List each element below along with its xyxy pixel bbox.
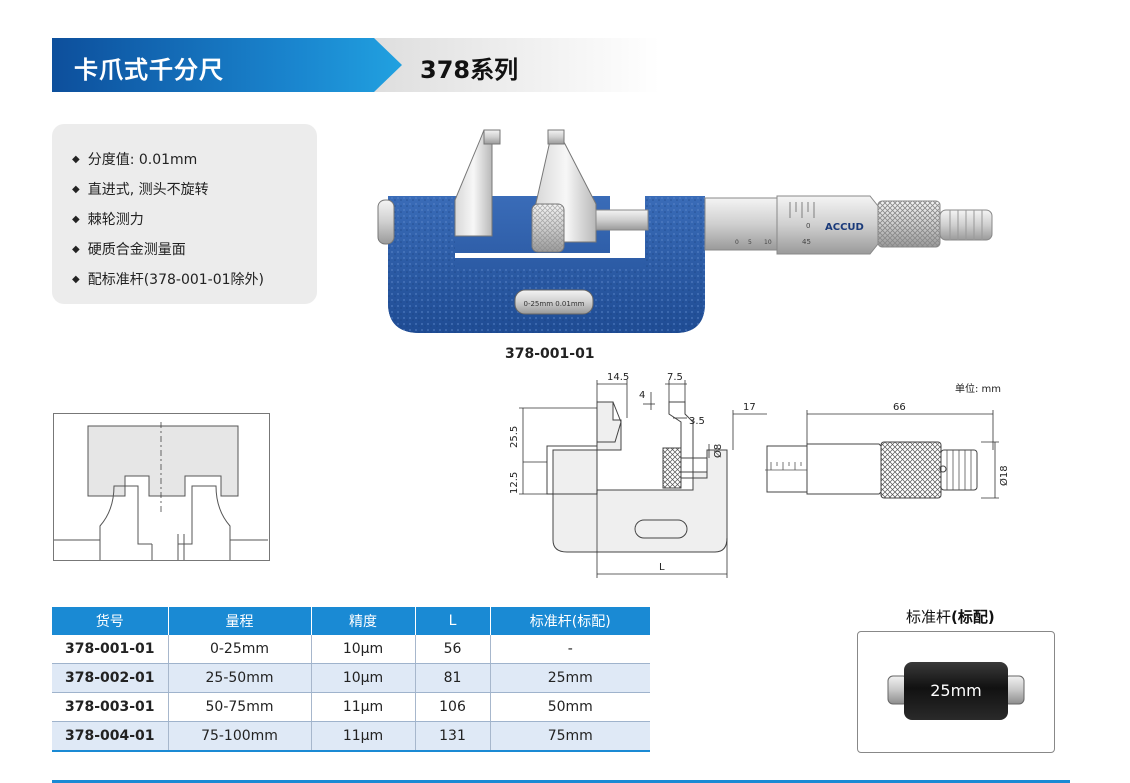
- dim-label: L: [659, 562, 665, 573]
- table-cell: 11μm: [311, 692, 416, 722]
- table-cell: 11μm: [311, 721, 416, 752]
- footer-divider: [52, 780, 1070, 783]
- table-cell: 25mm: [490, 663, 650, 693]
- dim-label: 17: [743, 402, 756, 413]
- dim-label: Ø18: [998, 465, 1010, 486]
- table-cell: 378-004-01: [52, 721, 169, 752]
- table-cell: 378-003-01: [52, 692, 169, 722]
- table-cell: 75mm: [490, 721, 650, 752]
- sleeve: [704, 197, 778, 251]
- feature-item: 分度值: 0.01mm: [72, 146, 317, 176]
- table-header: 货号: [52, 607, 169, 635]
- dim-label: 3.5: [689, 416, 705, 427]
- sleeve-digit: 10: [764, 239, 772, 246]
- table-cell: 56: [415, 635, 491, 664]
- table-row: 378-002-01 25-50mm 10μm 81 25mm: [52, 663, 650, 693]
- table-cell: 50mm: [490, 692, 650, 722]
- sleeve-digit: 0: [735, 239, 739, 246]
- standard-rod-image: 25mm: [887, 662, 1025, 720]
- dim-label: Ø8: [712, 444, 724, 458]
- feature-item: 硬质合金测量面: [72, 236, 317, 266]
- standard-rod-title: 标准杆(标配): [906, 606, 995, 627]
- table-header: 精度: [311, 607, 416, 635]
- dim-label: 4: [639, 390, 645, 401]
- table-cell: 81: [415, 663, 491, 693]
- table-cell: 378-002-01: [52, 663, 169, 693]
- table-cell: 25-50mm: [168, 663, 312, 693]
- technical-drawing: 单位: mm: [509, 372, 1010, 578]
- table-header: 量程: [168, 607, 312, 635]
- feature-item: 配标准杆(378-001-01除外): [72, 266, 317, 296]
- feature-item: 直进式, 测头不旋转: [72, 176, 317, 206]
- header-title-band: [52, 38, 402, 92]
- thimble-digit: 0: [806, 222, 810, 230]
- table-cell: -: [490, 635, 650, 664]
- jaw-detail-diagram: [54, 422, 268, 560]
- jaw-detail-box: [53, 413, 270, 561]
- dim-label: 14.5: [607, 372, 629, 383]
- dim-label: 7.5: [667, 372, 683, 383]
- feature-list: 分度值: 0.01mm 直进式, 测头不旋转 棘轮测力 硬质合金测量面 配标准杆…: [52, 124, 317, 296]
- standard-rod-label: 25mm: [930, 681, 982, 700]
- dim-label: 66: [893, 402, 906, 413]
- table-cell: 0-25mm: [168, 635, 312, 664]
- unit-label: 单位: mm: [955, 382, 1001, 395]
- table-header: 标准杆(标配): [490, 607, 650, 635]
- table-cell: 378-001-01: [52, 635, 169, 664]
- dim-label: 25.5: [509, 426, 520, 448]
- dim-label: 12.5: [509, 472, 520, 494]
- table-cell: 50-75mm: [168, 692, 312, 722]
- table-row: 378-003-01 50-75mm 11μm 106 50mm: [52, 692, 650, 722]
- standard-rod-title-suffix: (标配): [951, 608, 995, 626]
- series-title: 378系列: [420, 56, 519, 84]
- feature-box: 分度值: 0.01mm 直进式, 测头不旋转 棘轮测力 硬质合金测量面 配标准杆…: [52, 124, 317, 304]
- thimble-digit: 45: [802, 238, 811, 246]
- sleeve-digit: 5: [748, 239, 752, 246]
- product-model-label: 378-001-01: [505, 346, 595, 362]
- standard-rod-box: 25mm: [857, 631, 1055, 753]
- table-cell: 10μm: [311, 663, 416, 693]
- page-title: 卡爪式千分尺: [74, 56, 224, 84]
- table-cell: 75-100mm: [168, 721, 312, 752]
- table-header: L: [415, 607, 491, 635]
- spec-table: 货号 量程 精度 L 标准杆(标配) 378-001-01 0-25mm 10μ…: [52, 607, 650, 752]
- table-cell: 10μm: [311, 635, 416, 664]
- table-header-row: 货号 量程 精度 L 标准杆(标配): [52, 607, 650, 635]
- standard-rod-title-prefix: 标准杆: [906, 608, 952, 626]
- table-row: 378-001-01 0-25mm 10μm 56 -: [52, 635, 650, 664]
- feature-item: 棘轮测力: [72, 206, 317, 236]
- table-cell: 106: [415, 692, 491, 722]
- micrometer-photo: 0-25mm 0.01mm ACCUD 0 5 10 0 45: [377, 129, 993, 333]
- brand-logo: ACCUD: [825, 222, 864, 233]
- table-row: 378-004-01 75-100mm 11μm 131 75mm: [52, 721, 650, 752]
- nameplate-text: 0-25mm 0.01mm: [524, 300, 585, 308]
- table-cell: 131: [415, 721, 491, 752]
- nameplate: [514, 289, 594, 315]
